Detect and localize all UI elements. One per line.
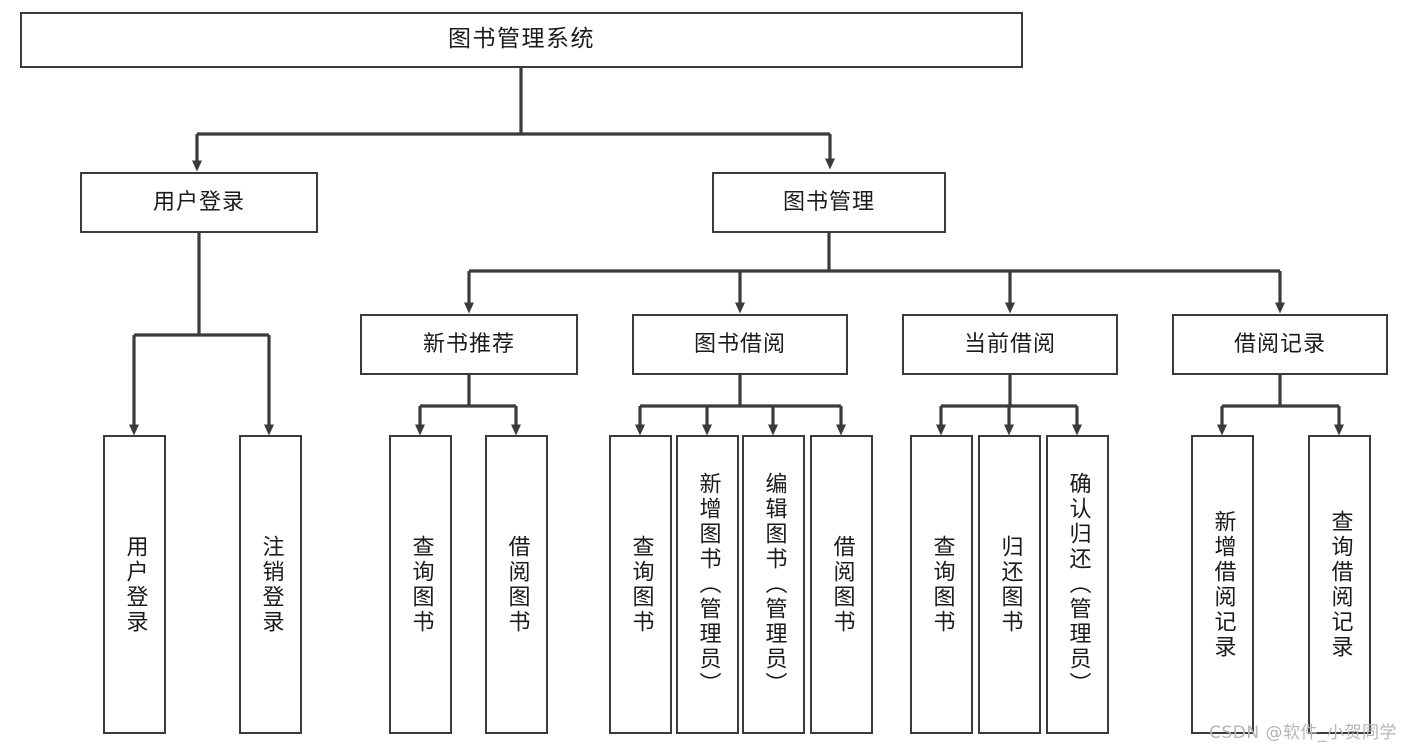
node-book-borrow-label: 图书借阅 (693, 331, 786, 357)
node-leaf-add-book-label: 新增图书（管理员） (695, 472, 721, 697)
node-book-management-label: 图书管理 (782, 189, 875, 215)
node-leaf-borrow-book-2-label: 借阅图书 (829, 534, 855, 635)
node-book-management[interactable]: 图书管理 (712, 172, 946, 233)
node-book-borrow[interactable]: 图书借阅 (632, 314, 848, 375)
node-leaf-query-book-3-label: 查询图书 (929, 534, 955, 635)
node-user-login-label: 用户登录 (152, 189, 245, 215)
node-new-book-recommend[interactable]: 新书推荐 (360, 314, 578, 375)
node-current-borrow-label: 当前借阅 (963, 331, 1056, 357)
node-leaf-borrow-book-1-label: 借阅图书 (504, 534, 530, 635)
node-leaf-query-book-3[interactable]: 查询图书 (910, 435, 973, 734)
node-leaf-borrow-book-2[interactable]: 借阅图书 (810, 435, 873, 734)
node-leaf-logout-login-label: 注销登录 (258, 534, 284, 635)
node-borrow-record-label: 借阅记录 (1233, 331, 1326, 357)
node-leaf-query-book-2[interactable]: 查询图书 (609, 435, 672, 734)
node-leaf-user-login[interactable]: 用户登录 (103, 435, 166, 734)
node-leaf-add-book[interactable]: 新增图书（管理员） (676, 435, 739, 734)
node-leaf-confirm-return[interactable]: 确认归还（管理员） (1046, 435, 1109, 734)
node-borrow-record[interactable]: 借阅记录 (1172, 314, 1388, 375)
node-root-label: 图书管理系统 (448, 26, 595, 53)
node-leaf-logout-login[interactable]: 注销登录 (239, 435, 302, 734)
node-leaf-edit-book-label: 编辑图书（管理员） (761, 472, 787, 697)
node-user-login[interactable]: 用户登录 (80, 172, 318, 233)
node-leaf-edit-book[interactable]: 编辑图书（管理员） (742, 435, 805, 734)
node-root[interactable]: 图书管理系统 (20, 12, 1023, 68)
node-leaf-user-login-label: 用户登录 (122, 534, 148, 635)
node-leaf-query-book-1-label: 查询图书 (408, 534, 434, 635)
node-new-book-recommend-label: 新书推荐 (422, 331, 515, 357)
node-leaf-add-record[interactable]: 新增借阅记录 (1191, 435, 1254, 734)
node-leaf-return-book[interactable]: 归还图书 (978, 435, 1041, 734)
node-leaf-add-record-label: 新增借阅记录 (1210, 509, 1236, 660)
node-current-borrow[interactable]: 当前借阅 (902, 314, 1118, 375)
node-leaf-query-book-2-label: 查询图书 (628, 534, 654, 635)
node-leaf-return-book-label: 归还图书 (997, 534, 1023, 635)
node-leaf-query-record-label: 查询借阅记录 (1327, 509, 1353, 660)
node-leaf-query-book-1[interactable]: 查询图书 (389, 435, 452, 734)
node-leaf-confirm-return-label: 确认归还（管理员） (1065, 472, 1091, 697)
watermark: CSDN @软件_小贺同学 (1209, 723, 1397, 743)
node-leaf-borrow-book-1[interactable]: 借阅图书 (485, 435, 548, 734)
node-leaf-query-record[interactable]: 查询借阅记录 (1308, 435, 1371, 734)
